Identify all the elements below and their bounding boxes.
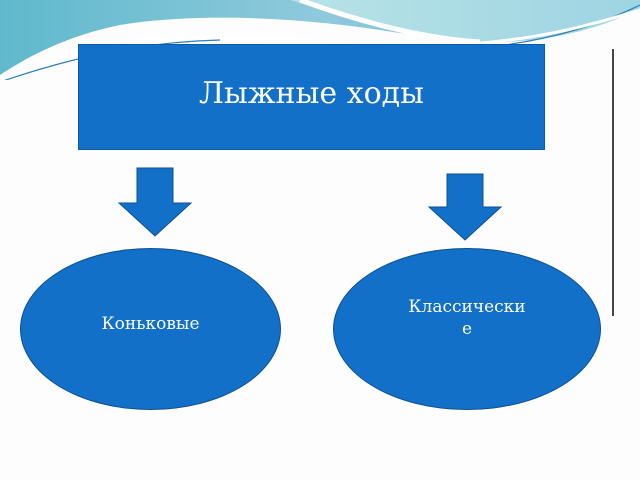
node-classic-label-line1: Классически bbox=[408, 297, 526, 317]
node-skating-label: Коньковые bbox=[101, 314, 200, 334]
arrow-down-right-icon bbox=[428, 173, 503, 241]
arrow-down-left-icon bbox=[118, 167, 193, 237]
node-classic: Классически е bbox=[333, 248, 601, 410]
node-skating: Коньковые bbox=[20, 248, 281, 410]
vertical-divider bbox=[612, 49, 614, 316]
node-classic-label-line2: е bbox=[461, 319, 473, 339]
title-box: Лыжные ходы bbox=[78, 44, 545, 150]
title-text: Лыжные ходы bbox=[199, 75, 424, 111]
